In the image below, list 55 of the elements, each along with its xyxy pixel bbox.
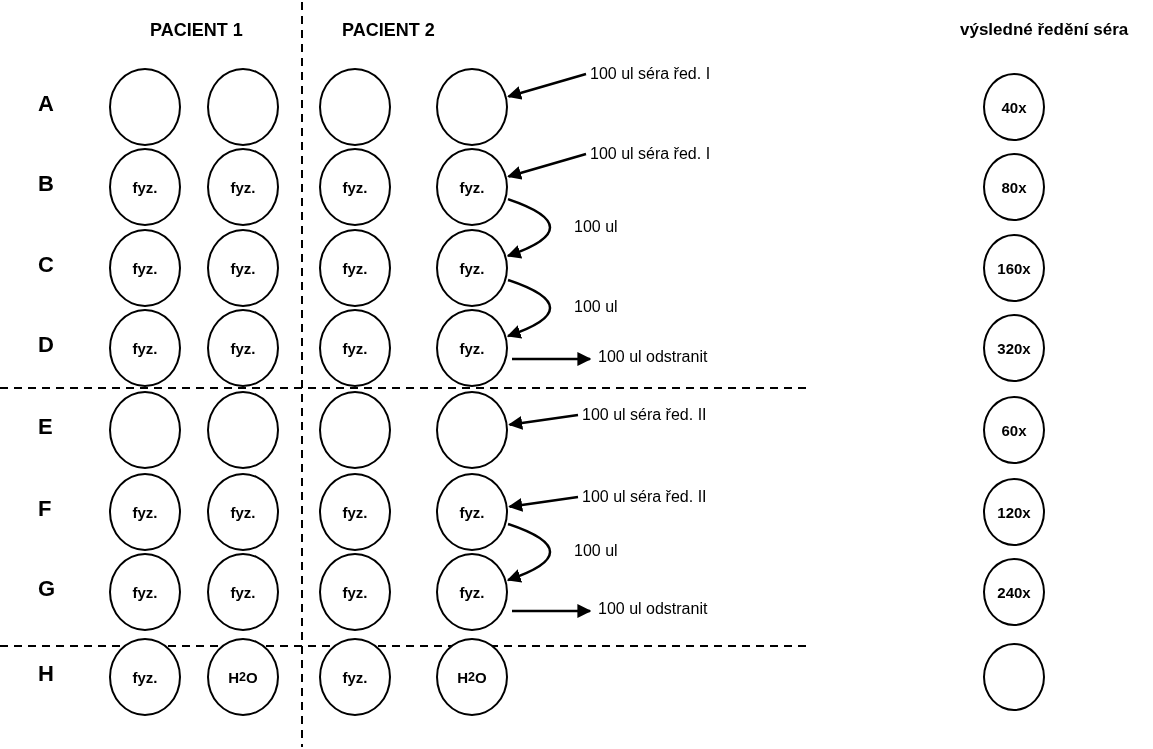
column-header: výsledné ředění séra xyxy=(960,20,1129,40)
arrow xyxy=(506,278,552,339)
row-letter: A xyxy=(38,91,54,117)
well-circle: fyz. xyxy=(436,473,508,551)
arrow xyxy=(512,352,592,366)
well-circle: fyz. xyxy=(319,309,391,387)
well-circle: fyz. xyxy=(109,148,181,226)
well-circle: fyz. xyxy=(436,229,508,307)
well-circle: fyz. xyxy=(319,148,391,226)
well-circle: fyz. xyxy=(109,473,181,551)
well-circle: fyz. xyxy=(207,229,279,307)
well-circle: fyz. xyxy=(207,309,279,387)
well-circle: fyz. xyxy=(319,473,391,551)
dilution-circle: 160x xyxy=(983,234,1045,302)
column-header: PACIENT 2 xyxy=(342,20,435,41)
dilution-circle: 80x xyxy=(983,153,1045,221)
well-circle: fyz. xyxy=(109,638,181,716)
row-letter: E xyxy=(38,414,53,440)
step-note: 100 ul odstranit xyxy=(598,597,708,621)
row-letter: F xyxy=(38,496,52,522)
well-circle: fyz. xyxy=(207,553,279,631)
dilution-circle: 120x xyxy=(983,478,1045,546)
row-letter: C xyxy=(38,252,54,278)
well-circle: fyz. xyxy=(319,553,391,631)
dilution-circle: 320x xyxy=(983,314,1045,382)
well-circle: fyz. xyxy=(436,553,508,631)
arrow xyxy=(508,413,579,430)
well-circle: fyz. xyxy=(319,229,391,307)
arrow xyxy=(506,522,552,583)
well-circle: fyz. xyxy=(109,309,181,387)
arrow xyxy=(507,152,587,180)
well-circle: fyz. xyxy=(109,229,181,307)
well-circle: fyz. xyxy=(319,638,391,716)
step-note: 100 ul séra řed. I xyxy=(590,142,711,166)
well-circle: fyz. xyxy=(207,473,279,551)
step-note: 100 ul séra řed. II xyxy=(582,403,707,427)
step-note: 100 ul séra řed. II xyxy=(582,485,707,509)
arrow xyxy=(512,604,592,618)
well-circle: fyz. xyxy=(109,553,181,631)
dilution-circle: 240x xyxy=(983,558,1045,626)
row-letter: G xyxy=(38,576,56,602)
dilution-circle: 40x xyxy=(983,73,1045,141)
arrow xyxy=(507,72,587,100)
row-letter: H xyxy=(38,661,54,687)
step-note: 100 ul séra řed. I xyxy=(590,62,711,86)
arrow xyxy=(508,495,579,512)
well-circle: fyz. xyxy=(436,148,508,226)
step-note: 100 ul odstranit xyxy=(598,345,708,369)
column-header: PACIENT 1 xyxy=(150,20,243,41)
arrow xyxy=(506,197,552,259)
row-letter: B xyxy=(38,171,54,197)
well-circle: fyz. xyxy=(436,309,508,387)
well-circle: fyz. xyxy=(207,148,279,226)
dilution-circle: 60x xyxy=(983,396,1045,464)
row-letter: D xyxy=(38,332,54,358)
